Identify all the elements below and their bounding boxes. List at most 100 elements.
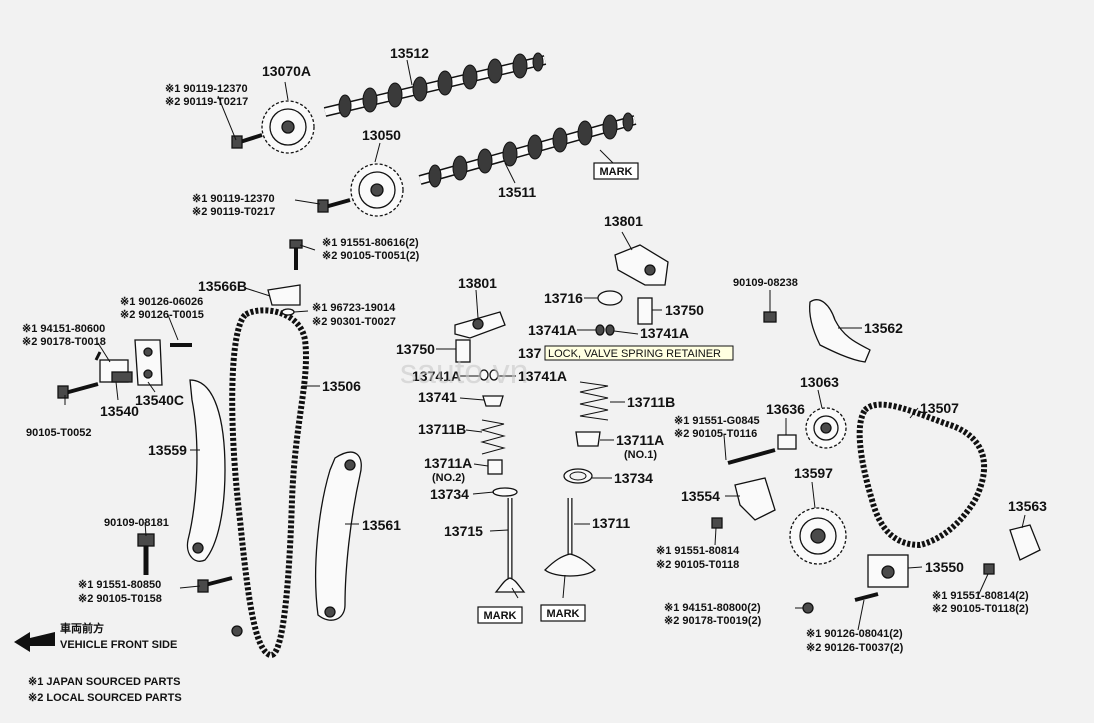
part-label-13540[interactable]: 13540 — [100, 403, 139, 419]
valve-lash-adjuster-13750-right[interactable] — [637, 297, 653, 325]
part-label-13636[interactable]: 13636 — [766, 401, 805, 417]
ref-local[interactable]: ※2 90105-T0118 — [656, 559, 739, 571]
part-label-13734-left[interactable]: 13734 — [430, 486, 469, 502]
part-label-13512[interactable]: 13512 — [390, 45, 429, 61]
part-label-13070A[interactable]: 13070A — [262, 63, 311, 79]
part-label-13050[interactable]: 13050 — [362, 127, 401, 143]
ref-local[interactable]: ※2 90126-T0037(2) — [806, 642, 904, 654]
intake-valve-13711[interactable] — [544, 498, 596, 577]
part-label-13741A[interactable]: 13741A — [528, 322, 577, 338]
oil-pump-chain-13507[interactable] — [856, 401, 987, 549]
part-label-13716[interactable]: 13716 — [544, 290, 583, 306]
part-label-13550[interactable]: 13550 — [925, 559, 964, 575]
ref-japan[interactable]: ※1 90126-08041(2) — [806, 628, 903, 640]
chain-tensioner-13540[interactable] — [99, 359, 133, 383]
ref-local[interactable]: ※2 90178-T0019(2) — [664, 615, 762, 627]
part-label-13554[interactable]: 13554 — [681, 488, 720, 504]
part-label-13559[interactable]: 13559 — [148, 442, 187, 458]
part-label-13506[interactable]: 13506 — [322, 378, 361, 394]
ref-japan[interactable]: ※1 91551-80814 — [656, 545, 740, 557]
ref-japan[interactable]: ※1 91551-G0845 — [674, 415, 760, 427]
chain-guide-bolt[interactable] — [281, 239, 303, 316]
crank-sprocket-13597[interactable] — [789, 507, 847, 565]
part-label-13715[interactable]: 13715 — [444, 523, 483, 539]
part-label-13711A-no1[interactable]: 13711A — [616, 432, 664, 448]
bolt-90109-08238[interactable] — [763, 311, 777, 323]
camshaft-timing-gear-13070A[interactable] — [261, 100, 315, 154]
chain-guide-13566B[interactable] — [267, 284, 301, 306]
part-label-13562[interactable]: 13562 — [864, 320, 903, 336]
part-label-13711A-no2[interactable]: 13711A — [424, 455, 472, 471]
part-label-13801-right[interactable]: 13801 — [604, 213, 643, 229]
chain-guide-13554[interactable] — [734, 477, 776, 521]
bolt-91551-80814[interactable] — [711, 517, 723, 529]
ref-japan[interactable]: ※1 91551-80616(2) — [322, 237, 419, 249]
valve-lash-adjuster-13750-left[interactable] — [455, 339, 471, 363]
ref-local[interactable]: ※2 90178-T0018 — [22, 336, 106, 348]
ref-local[interactable]: ※2 90105-T0116 — [674, 428, 757, 440]
part-label-13741[interactable]: 13741 — [418, 389, 457, 405]
part-label-13566B[interactable]: 13566B — [198, 278, 247, 294]
ref-local[interactable]: ※2 90126-T0015 — [120, 309, 204, 321]
valve-spring-13711B-right[interactable] — [579, 381, 609, 421]
small-bolt-90105-T0051[interactable] — [94, 351, 102, 361]
ref-japan[interactable]: ※1 94151-80800(2) — [664, 602, 761, 614]
rocker-arm-13801-right[interactable] — [614, 244, 669, 286]
chain-vibration-damper-13561[interactable] — [315, 451, 362, 621]
gasket-13540C[interactable] — [134, 339, 163, 386]
ref-japan[interactable]: ※1 96723-19014 — [312, 302, 396, 314]
part-label-13801-left[interactable]: 13801 — [458, 275, 497, 291]
exhaust-camshaft[interactable] — [418, 112, 637, 188]
ref-japan[interactable]: ※1 90119-12370 — [165, 83, 248, 95]
valve-seal-13711A-no2[interactable] — [487, 459, 503, 475]
idler-gear-13063[interactable] — [805, 407, 847, 449]
ref-japan[interactable]: ※1 90119-12370 — [192, 193, 275, 205]
bolt-91551-G0845[interactable] — [727, 448, 776, 465]
ref-local[interactable]: ※2 90105-T0051(2) — [322, 250, 420, 262]
ref-japan[interactable]: ※1 94151-80600 — [22, 323, 105, 335]
part-label-90109-08238[interactable]: 90109-08238 — [733, 277, 798, 289]
exhaust-valve-13715[interactable] — [494, 498, 526, 593]
part-label-13063[interactable]: 13063 — [800, 374, 839, 390]
valve-spring-retainer-lock[interactable] — [479, 324, 615, 381]
part-label-13711B-right[interactable]: 13711B — [627, 394, 675, 410]
intake-camshaft[interactable] — [323, 52, 547, 118]
guide-13563[interactable] — [1009, 524, 1041, 561]
bolt-90109-08181[interactable] — [137, 533, 155, 575]
valve-spring-13711B-left[interactable] — [480, 419, 506, 455]
stud-90126-08041[interactable] — [854, 592, 879, 602]
part-label-13750-right[interactable]: 13750 — [665, 302, 704, 318]
part-label-13561[interactable]: 13561 — [362, 517, 401, 533]
washer-13734-right[interactable] — [563, 468, 593, 484]
camshaft-timing-gear-13050[interactable] — [350, 163, 404, 217]
chain-tensioner-slipper-13559[interactable] — [186, 379, 226, 562]
bolt-91551-80814-2[interactable] — [983, 563, 995, 575]
rocker-arm-13801-left[interactable] — [454, 311, 506, 339]
sprocket-bolt-1[interactable] — [231, 133, 263, 149]
part-label-90105-T0052[interactable]: 90105-T0052 — [26, 427, 91, 439]
part-label-13741A[interactable]: 13741A — [518, 368, 567, 384]
part-label-13750-left[interactable]: 13750 — [396, 341, 435, 357]
part-label-13507[interactable]: 13507 — [920, 400, 959, 416]
bushing-13636[interactable] — [777, 434, 797, 450]
part-label-13540C[interactable]: 13540C — [135, 392, 184, 408]
washer-13734-left[interactable] — [492, 487, 518, 497]
ref-japan[interactable]: ※1 91551-80814(2) — [932, 590, 1029, 602]
part-label-13597[interactable]: 13597 — [794, 465, 833, 481]
ref-japan[interactable]: ※1 90126-06026 — [120, 296, 203, 308]
valve-seal-13711A-no1[interactable] — [575, 431, 601, 447]
part-label-13741A[interactable]: 13741A — [412, 368, 461, 384]
ref-japan[interactable]: ※1 91551-80850 — [78, 579, 161, 591]
ref-local[interactable]: ※2 90301-T0027 — [312, 316, 396, 328]
valve-spring-retainer-13741[interactable] — [482, 395, 504, 407]
part-label-13734-right[interactable]: 13734 — [614, 470, 653, 486]
ref-local[interactable]: ※2 90119-T0217 — [165, 96, 248, 108]
ref-local[interactable]: ※2 90119-T0217 — [192, 206, 275, 218]
chain-guide-13562[interactable] — [809, 299, 871, 363]
ref-local[interactable]: ※2 90105-T0158 — [78, 593, 162, 605]
part-label-13741A[interactable]: 13741A — [640, 325, 689, 341]
timing-chain-13506[interactable] — [229, 307, 310, 658]
cap-13716[interactable] — [597, 290, 623, 306]
tensioner-13550[interactable] — [867, 554, 909, 588]
bolt-90105-T0052[interactable] — [57, 382, 99, 399]
